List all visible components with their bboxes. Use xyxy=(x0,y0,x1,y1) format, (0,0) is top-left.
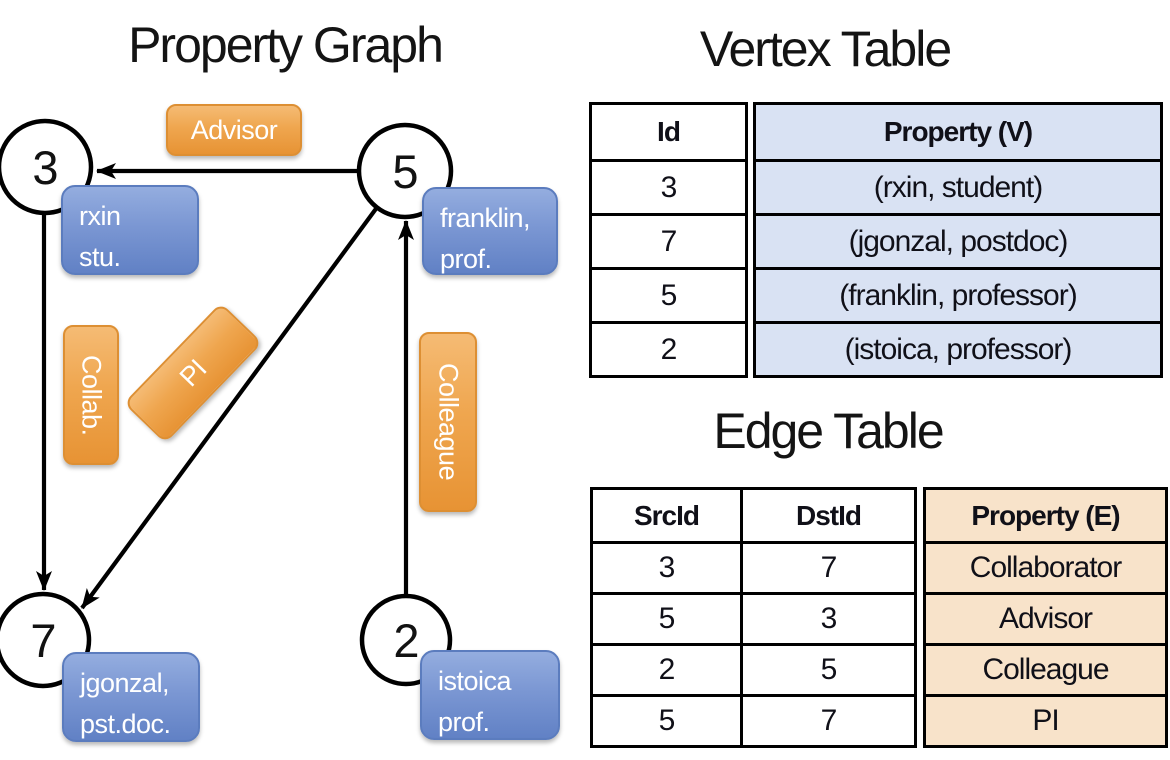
node-property-box-5: franklin, prof. xyxy=(422,187,558,275)
node-property-box-3: rxin stu. xyxy=(61,185,199,275)
edge-dst-cell: 3 xyxy=(740,592,914,643)
vertex-property-cell: (rxin, student) xyxy=(756,159,1160,213)
node-property-box-7: jgonzal, pst.doc. xyxy=(62,652,200,742)
edge-property-cell: Collaborator xyxy=(926,541,1165,592)
vertex-property-header: Property (V) xyxy=(756,105,1160,159)
edge-src-cell: 5 xyxy=(593,592,740,643)
edge-label-colleague: Colleague xyxy=(419,332,477,512)
vertex-id-cell: 3 xyxy=(592,159,745,213)
vertex-table-property-column: Property (V) (rxin, student) (jgonzal, p… xyxy=(753,102,1163,378)
vertex-property-cell: (franklin, professor) xyxy=(756,267,1160,321)
edge-dst-header: DstId xyxy=(740,490,914,541)
edge-src-cell: 5 xyxy=(593,694,740,745)
node-id-2: 2 xyxy=(393,613,419,667)
node-id-3: 3 xyxy=(32,140,58,194)
edge-src-header: SrcId xyxy=(633,499,700,531)
edge-table-title: Edge Table xyxy=(713,403,944,459)
edge-property-cell: PI xyxy=(926,694,1165,745)
edge-table-property-column: Property (E) Collaborator Advisor Collea… xyxy=(923,487,1168,748)
vertex-id-cell: 7 xyxy=(592,213,745,267)
node-id-5: 5 xyxy=(392,144,418,198)
edge-dst-cell: 7 xyxy=(740,541,914,592)
vertex-table-title: Vertex Table xyxy=(699,21,952,77)
edge-pi-arrow xyxy=(80,204,380,610)
vertex-id-header: Id xyxy=(657,116,681,147)
edge-property-cell: Colleague xyxy=(926,643,1165,694)
vertex-property-cell: (jgonzal, postdoc) xyxy=(756,213,1160,267)
vertex-property-cell: (istoica, professor) xyxy=(756,321,1160,375)
edge-src-cell: 3 xyxy=(593,541,740,592)
vertex-id-cell: 2 xyxy=(592,321,745,375)
edge-dst-cell: 5 xyxy=(740,643,914,694)
edge-label-collab: Collab. xyxy=(63,325,119,465)
edge-table-src-dst-columns: SrcId DstId 3 7 5 3 2 5 5 7 xyxy=(590,487,917,748)
edge-dst-cell: 7 xyxy=(740,694,914,745)
edge-src-cell: 2 xyxy=(593,643,740,694)
edge-property-cell: Advisor xyxy=(926,592,1165,643)
node-property-box-2: istoica prof. xyxy=(420,650,560,740)
vertex-table-id-column: Id 3 7 5 2 xyxy=(589,102,748,378)
edge-property-header: Property (E) xyxy=(926,490,1165,541)
property-graph-title: Property Graph xyxy=(128,17,444,73)
edge-label-advisor: Advisor xyxy=(166,104,302,156)
node-id-7: 7 xyxy=(30,613,56,667)
vertex-id-cell: 5 xyxy=(592,267,745,321)
